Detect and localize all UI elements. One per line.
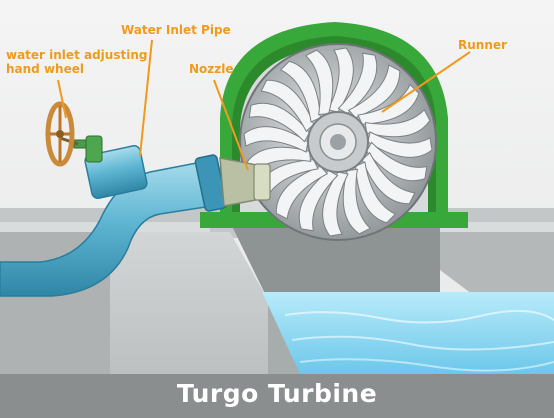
hand-wheel-icon [45,101,103,167]
runner-blade [342,168,372,235]
hand-wheel-label: water inlet adjusting hand wheel [6,48,148,76]
runner-blade [361,151,416,205]
runner-blade [298,169,339,232]
runner-blade [327,47,354,113]
runner-blade [275,165,329,220]
runner-blade [364,108,431,138]
runner-icon [239,43,437,241]
runner-blade [337,52,378,115]
nozzle-icon [219,157,271,207]
runner-blade [365,141,428,182]
runner-label: Runner [458,38,507,52]
runner-blade [347,64,401,119]
caption-bar [0,374,554,418]
leader-lines [57,39,471,171]
runner-blade [322,171,349,237]
runner-blade [260,79,315,133]
runner-blade [355,161,397,224]
caption-title: Turgo Turbine [176,379,378,408]
inlet-pipe-label: Water Inlet Pipe [121,23,231,37]
nozzle-label: Nozzle [189,62,234,76]
runner-blade [243,126,309,153]
runner-blade [279,60,321,123]
runner-blade [248,102,311,143]
runner-blade [304,49,334,116]
tailrace-water [262,292,554,374]
runner-blade [367,131,433,158]
runner-blade [357,83,420,125]
